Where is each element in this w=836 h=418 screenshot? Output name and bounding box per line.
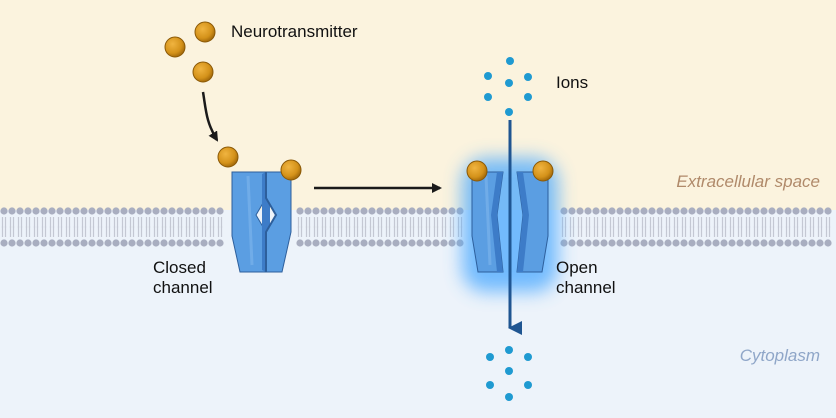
neurotransmitter-icon: [466, 160, 488, 182]
ion-icon: [505, 367, 513, 375]
cytoplasm-label: Cytoplasm: [739, 346, 820, 365]
ion-icon: [524, 381, 532, 389]
ion-icon: [524, 73, 532, 81]
ion-icon: [486, 353, 494, 361]
ions-cytoplasm: [486, 346, 532, 401]
neurotransmitter-icon: [280, 159, 302, 181]
ion-icon: [486, 381, 494, 389]
neurotransmitter-label: Neurotransmitter: [231, 22, 358, 41]
extracellular-region: [0, 0, 836, 210]
neurotransmitter-icon: [217, 146, 239, 168]
ion-icon: [505, 346, 513, 354]
binding-arrow: [201, 91, 219, 142]
lipid-bilayer: [0, 207, 832, 247]
neurotransmitter-icon: [192, 61, 214, 83]
ions-extracellular: [484, 57, 532, 116]
ion-icon: [505, 108, 513, 116]
ion-icon: [505, 79, 513, 87]
ion-icon: [524, 93, 532, 101]
ion-icon: [484, 93, 492, 101]
open-channel-icon: [471, 171, 549, 273]
closed-channel-icon: [231, 171, 292, 273]
neurotransmitter-icon: [164, 36, 186, 58]
neurotransmitter-icon: [194, 21, 216, 43]
ions-label: Ions: [556, 73, 589, 92]
ion-icon: [484, 72, 492, 80]
open-channel-label: Open channel: [556, 258, 616, 297]
ion-icon: [505, 393, 513, 401]
closed-channel-label: Closed channel: [153, 258, 213, 297]
ion-icon: [506, 57, 514, 65]
ion-icon: [524, 353, 532, 361]
extracellular-space-label: Extracellular space: [676, 172, 820, 191]
neurotransmitter-icon: [532, 160, 554, 182]
